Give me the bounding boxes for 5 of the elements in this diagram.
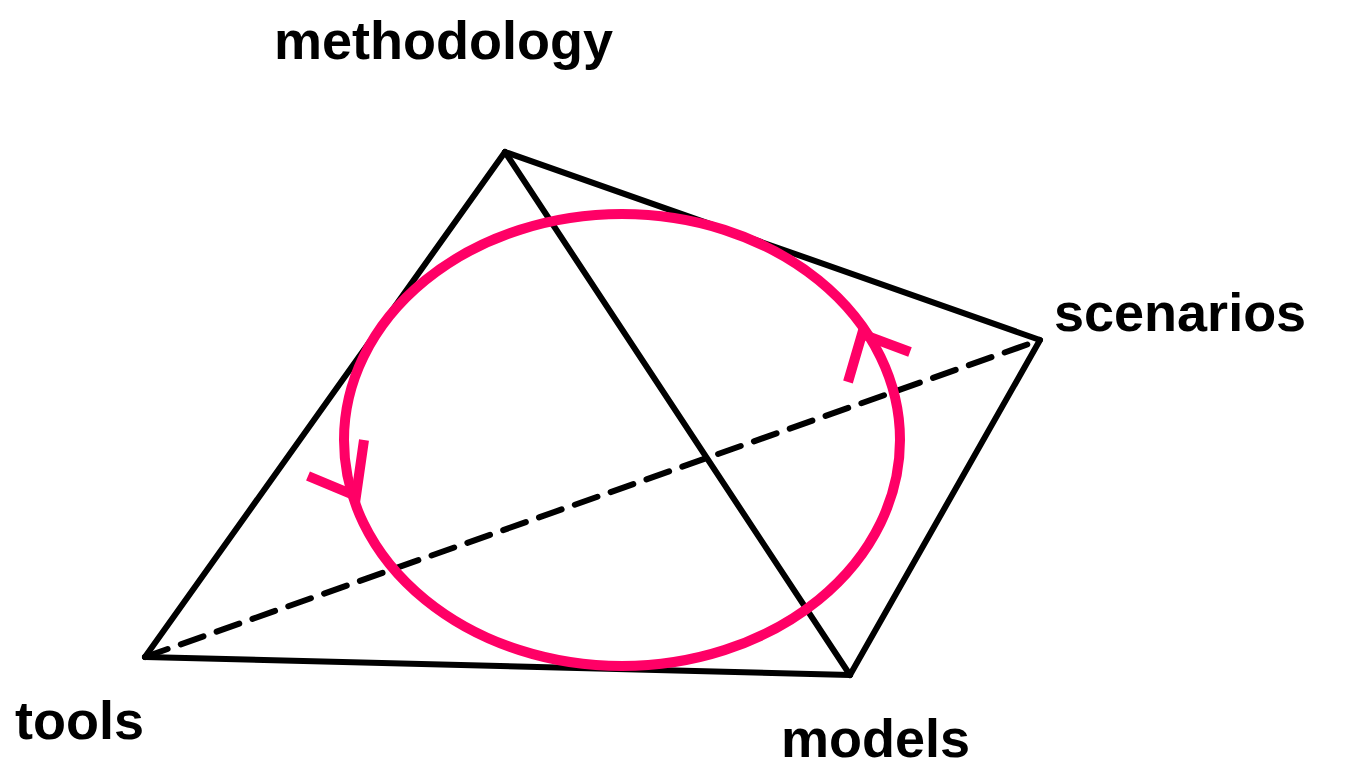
vertex-label: tools bbox=[15, 690, 144, 750]
vertex-label: scenarios bbox=[1054, 282, 1307, 342]
vertex-label: models bbox=[781, 708, 971, 764]
edge-line bbox=[847, 337, 1043, 678]
vertex-label: methodology bbox=[274, 10, 613, 70]
